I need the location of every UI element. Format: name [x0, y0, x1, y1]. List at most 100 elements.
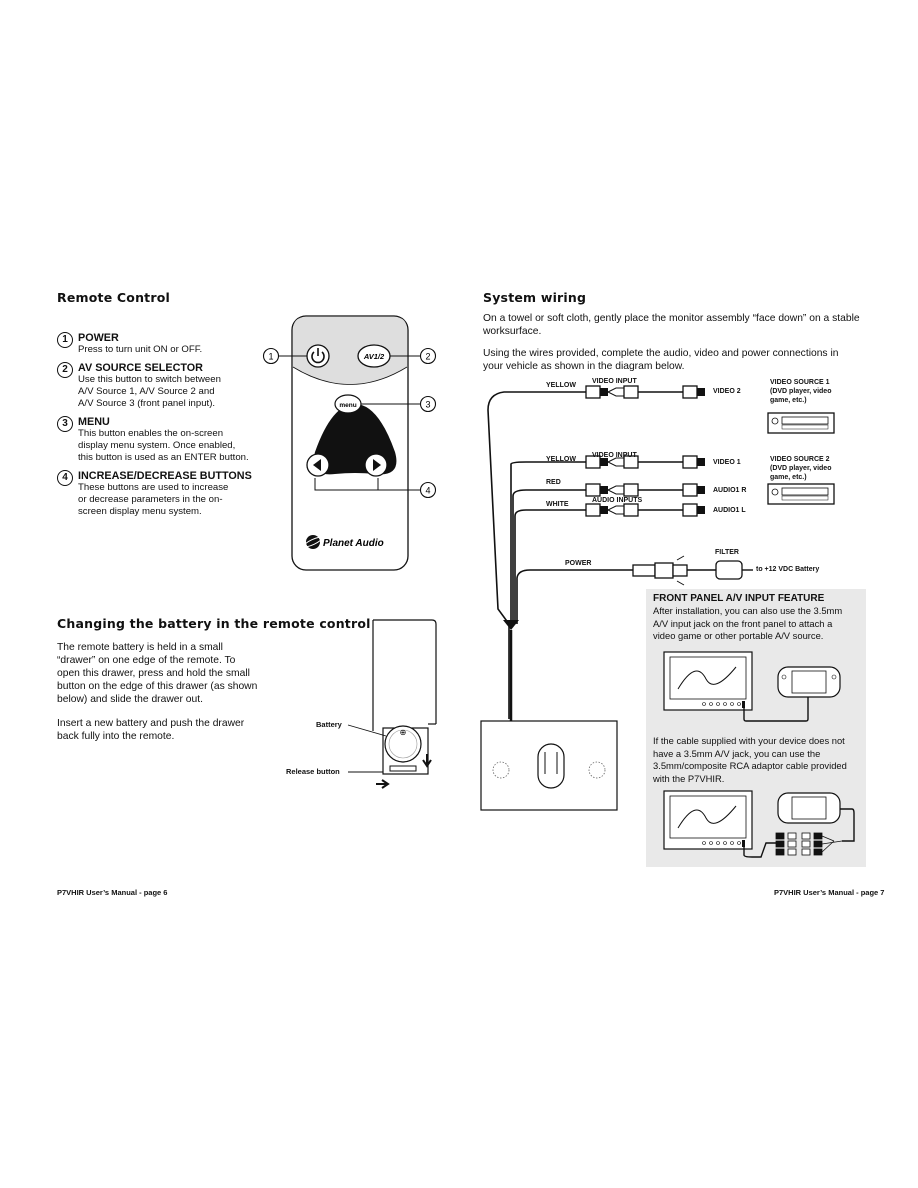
screen-graphic: [677, 805, 737, 829]
text-line: VIDEO SOURCE 1: [770, 379, 830, 386]
power-icon: [311, 348, 325, 364]
text-line: worksurface.: [483, 326, 542, 337]
callout-3: 3: [425, 400, 430, 410]
rca-adaptor-cable: [775, 832, 843, 856]
battery-label: Battery: [316, 720, 342, 729]
white-cable: [514, 509, 586, 624]
cable-clamp: [503, 620, 519, 630]
left-arrow-icon: [313, 459, 321, 471]
front-panel-diagram-2: [663, 790, 855, 858]
battery-drawer-illustration: ⊕: [347, 619, 437, 789]
rca-row-audio-l: [585, 503, 705, 517]
text-line: (DVD player, video: [770, 388, 832, 395]
label-battery-target: to +12 VDC Battery: [756, 566, 820, 573]
item-title: POWER: [78, 332, 119, 344]
callout-4: 4: [425, 486, 430, 496]
text-line: A/V input jack on the front panel to att…: [653, 617, 833, 629]
speaker-left-icon: [492, 761, 510, 779]
wiring-para-1: On a towel or soft cloth, gently place t…: [483, 312, 863, 338]
text-line: back fully into the remote.: [57, 731, 175, 742]
label-video-input-2: VIDEO INPUT: [592, 452, 637, 459]
item-title: AV SOURCE SELECTOR: [78, 362, 203, 374]
video-source-2-device: [767, 483, 835, 505]
brand-logo-text: Planet Audio: [323, 538, 384, 549]
remote-illustration: AV1/2 menu 1 2 3 4 Planet Audio: [262, 315, 437, 571]
text-line: have a 3.5mm A/V jack, you can use the: [653, 747, 821, 759]
text-line: VIDEO SOURCE 2: [770, 456, 830, 463]
callout-2: 2: [425, 352, 430, 362]
item-desc-line: Use this button to switch between: [78, 374, 221, 385]
label-yellow-1: YELLOW: [546, 382, 576, 389]
text-line: below) and slide the drawer out.: [57, 694, 203, 705]
text-line: with the P7VHIR.: [653, 772, 725, 784]
item-desc-line: Press to turn unit ON or OFF.: [78, 344, 203, 355]
text-line: open this drawer, press and hold the sma…: [57, 668, 250, 679]
label-audio-inputs: AUDIO INPUTS: [592, 497, 643, 504]
text-line: After installation, you can also use the…: [653, 605, 843, 616]
battery-para-1: The remote battery is held in a small “d…: [57, 641, 267, 706]
label-video-1: VIDEO 1: [713, 459, 741, 466]
text-line: Insert a new battery and push the drawer: [57, 718, 245, 729]
item-desc-line: display menu system. Once enabled,: [78, 440, 236, 451]
red-cable: [512, 489, 586, 624]
filter-box: [715, 560, 743, 580]
power-connector: [632, 555, 753, 586]
item-desc-line: This button enables the on-screen: [78, 428, 224, 439]
item-desc-line: or decrease parameters in the on-: [78, 494, 223, 505]
front-panel-para-1: After installation, you can also use the…: [653, 605, 842, 643]
front-panel-feature-box: FRONT PANEL A/V INPUT FEATURE After inst…: [646, 589, 866, 867]
label-white: WHITE: [546, 501, 569, 508]
power-cable: [516, 569, 633, 624]
text-line: video game or other portable A/V source.: [653, 630, 824, 641]
number-badge: 2: [57, 362, 73, 378]
text-line: game, etc.): [770, 474, 807, 481]
wiring-diagram: [480, 385, 835, 811]
release-button-label: Release button: [286, 767, 340, 776]
wiring-para-2: Using the wires provided, complete the a…: [483, 347, 863, 373]
footer-left: P7VHIR User’s Manual - page 6: [57, 888, 168, 897]
system-wiring-heading: System wiring: [483, 290, 587, 305]
label-filter: FILTER: [715, 549, 739, 556]
text-line: If the cable supplied with your device d…: [653, 735, 845, 746]
text-line: Using the wires provided, complete the a…: [483, 348, 839, 359]
label-video-source-2: VIDEO SOURCE 2 (DVD player, video game, …: [770, 455, 831, 482]
right-arrow-icon: [373, 459, 381, 471]
svg-text:⊕: ⊕: [400, 728, 407, 737]
item-desc-line: These buttons are used to increase: [78, 482, 229, 493]
label-yellow-2: YELLOW: [546, 456, 576, 463]
yellow-cable-1: [487, 391, 586, 719]
item-title: INCREASE/DECREASE BUTTONS: [78, 470, 252, 482]
footer-right: P7VHIR User’s Manual - page 7: [774, 888, 885, 897]
number-badge: 4: [57, 470, 73, 486]
label-video-input-1: VIDEO INPUT: [592, 378, 637, 385]
text-line: 3.5mm/composite RCA adaptor cable provid…: [653, 760, 847, 771]
label-video-2: VIDEO 2: [713, 388, 741, 395]
item-desc-line: A/V Source 3 (front panel input).: [78, 398, 216, 409]
front-panel-para-2: If the cable supplied with your device d…: [653, 735, 847, 785]
speaker-right-icon: [588, 761, 606, 779]
item-title: MENU: [78, 416, 110, 428]
remote-control-heading: Remote Control: [57, 290, 170, 305]
number-badge: 1: [57, 332, 73, 348]
press-arrow-icon: [376, 779, 390, 789]
battery-para-2: Insert a new battery and push the drawer…: [57, 717, 267, 743]
label-red: RED: [546, 479, 561, 486]
battery-heading: Changing the battery in the remote contr…: [57, 616, 371, 631]
text-line: (DVD player, video: [770, 465, 832, 472]
label-audio1-l: AUDIO1 L: [713, 507, 746, 514]
monitor-back: [480, 720, 618, 811]
item-desc-line: screen display menu system.: [78, 506, 202, 517]
text-line: button on the edge of this drawer (as sh…: [57, 681, 258, 692]
menu-button-label: menu: [339, 402, 356, 409]
video-source-1-device: [767, 412, 835, 434]
item-desc-line: A/V Source 1, A/V Source 2 and: [78, 386, 215, 397]
item-desc-line: this button is used as an ENTER button.: [78, 452, 249, 463]
text-line: your vehicle as shown in the diagram bel…: [483, 361, 685, 372]
rca-row-video1: [585, 455, 705, 469]
text-line: The remote battery is held in a small: [57, 642, 223, 653]
text-line: “drawer” on one edge of the remote. To: [57, 655, 236, 666]
slide-down-arrow-icon: [422, 754, 432, 768]
av-button-label: AV1/2: [363, 352, 385, 361]
front-panel-title: FRONT PANEL A/V INPUT FEATURE: [653, 593, 825, 604]
battery-cell: [384, 725, 422, 763]
